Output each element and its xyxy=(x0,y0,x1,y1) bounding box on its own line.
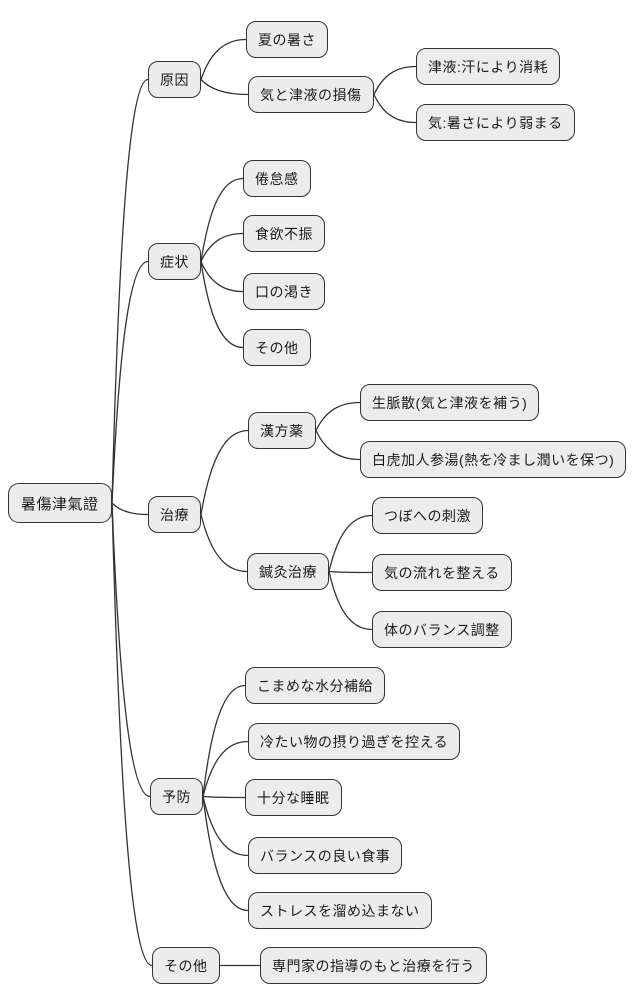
node-qi-flow-regulation: 気の流れを整える xyxy=(372,554,512,591)
edge xyxy=(111,502,153,967)
edge xyxy=(200,232,244,262)
node-avoid-stress: ストレスを溜め込まない xyxy=(248,892,432,929)
edge xyxy=(202,684,246,797)
node-fatigue: 倦怠感 xyxy=(243,160,311,197)
edge xyxy=(200,177,244,262)
node-cause: 原因 xyxy=(148,61,201,98)
node-kampo-medicine: 漢方薬 xyxy=(248,412,316,449)
node-other: その他 xyxy=(152,947,220,984)
edge xyxy=(200,79,249,96)
edge xyxy=(328,570,373,574)
edge xyxy=(202,740,249,797)
node-acupuncture: 鍼灸治療 xyxy=(247,553,329,590)
node-treatment: 治療 xyxy=(148,496,201,533)
node-shengmaisan: 生脈散(気と津液を補う) xyxy=(360,384,540,421)
edge xyxy=(328,571,373,631)
node-qi-weakened-by-heat: 気:暑さにより弱まる xyxy=(416,104,575,141)
node-fluid-sweat-loss: 津液:汗により消耗 xyxy=(416,48,561,85)
edge xyxy=(315,430,361,461)
edge xyxy=(200,514,248,573)
edge xyxy=(373,94,417,124)
edge xyxy=(111,502,151,798)
node-sufficient-sleep: 十分な睡眠 xyxy=(245,779,342,816)
edge xyxy=(200,38,247,80)
edge xyxy=(200,261,244,293)
node-root: 暑傷津氣證 xyxy=(8,483,112,523)
edge xyxy=(111,260,149,504)
node-specialist-guidance: 専門家の指導のもと治療を行う xyxy=(260,947,487,984)
node-balanced-diet: バランスの良い食事 xyxy=(248,837,403,874)
node-byakkokaninjinto: 白虎加人参湯(熱を冷まし潤いを保つ) xyxy=(360,441,627,478)
node-summer-heat: 夏の暑さ xyxy=(246,21,328,58)
node-appetite-loss: 食欲不振 xyxy=(243,215,325,252)
node-prevention: 予防 xyxy=(150,778,203,815)
node-symptoms: 症状 xyxy=(148,243,201,280)
edge xyxy=(111,78,149,504)
node-acupoint-stimulation: つぼへの刺激 xyxy=(372,497,483,534)
edge xyxy=(202,795,246,799)
edge xyxy=(200,261,244,349)
node-qi-fluid-damage: 気と津液の損傷 xyxy=(248,76,374,113)
edge xyxy=(200,429,249,515)
edge xyxy=(202,796,249,912)
node-body-balance-adjustment: 体のバランス調整 xyxy=(372,611,512,648)
edge xyxy=(373,65,417,95)
edge xyxy=(202,796,249,857)
edge xyxy=(328,514,373,572)
node-hydration: こまめな水分補給 xyxy=(245,667,385,704)
edge xyxy=(315,401,361,431)
node-symptoms-other: その他 xyxy=(243,329,311,366)
node-avoid-cold-foods: 冷たい物の摂り過ぎを控える xyxy=(248,723,461,760)
edge xyxy=(111,502,149,516)
node-thirst: 口の渇き xyxy=(243,273,325,310)
